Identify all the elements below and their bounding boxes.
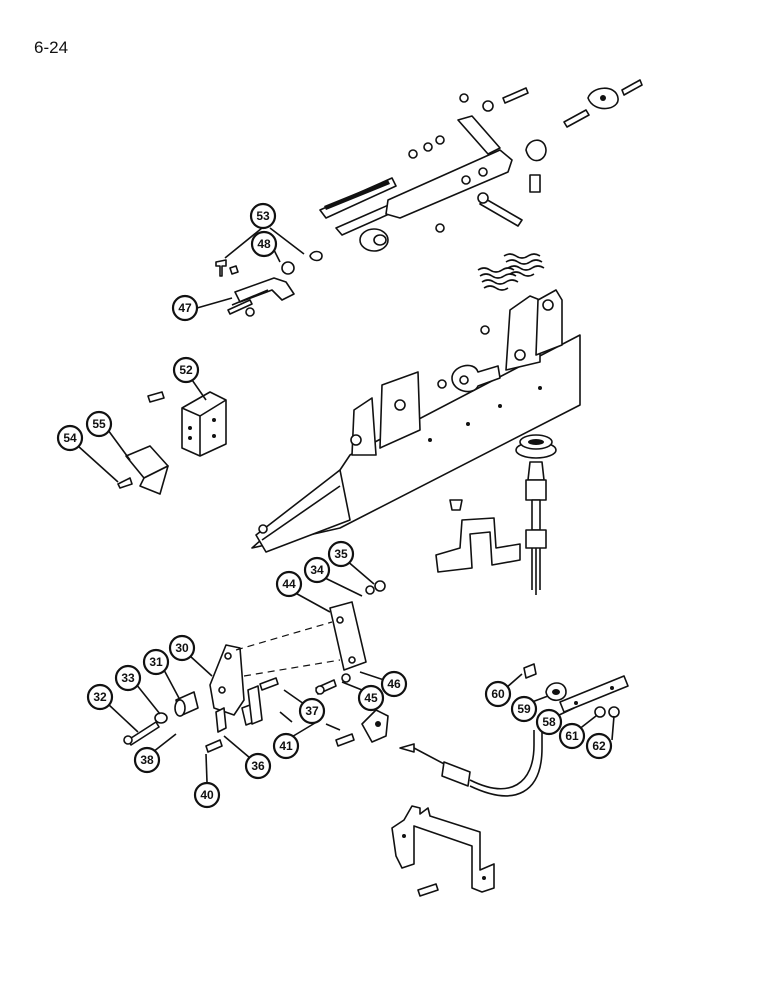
alignment-dash-line: [243, 659, 341, 677]
callout-60: 60: [484, 680, 512, 708]
svg-text:59: 59: [517, 702, 531, 716]
callout-32: 32: [86, 683, 114, 711]
callout-59: 59: [510, 695, 538, 723]
svg-text:41: 41: [279, 739, 293, 753]
callout-52: 52: [172, 356, 200, 384]
svg-text:32: 32: [93, 690, 107, 704]
alignment-dash-line: [235, 621, 333, 651]
control-cable: [391, 730, 543, 897]
callout-37: 37: [298, 697, 326, 725]
clamp-bracket: [435, 499, 521, 573]
svg-text:44: 44: [282, 577, 296, 591]
callout-31: 31: [142, 648, 170, 676]
page-number: 6-24: [34, 38, 69, 57]
callout-48: 48: [250, 230, 278, 258]
callout-47: 47: [171, 294, 199, 322]
callout-33: 33: [114, 664, 142, 692]
bracket-55: [117, 445, 169, 495]
bracket-52: [147, 391, 227, 457]
svg-text:47: 47: [178, 301, 192, 315]
svg-text:48: 48: [257, 237, 271, 251]
callout-40: 40: [193, 781, 221, 809]
svg-text:54: 54: [63, 431, 77, 445]
svg-text:36: 36: [251, 759, 265, 773]
svg-text:52: 52: [179, 363, 193, 377]
callout-38: 38: [133, 746, 161, 774]
grommet-cable: [515, 434, 557, 595]
svg-text:55: 55: [92, 417, 106, 431]
bracket-47: [215, 250, 323, 317]
svg-text:31: 31: [149, 655, 163, 669]
main-frame: [251, 289, 581, 553]
callout-36: 36: [244, 752, 272, 780]
callout-35: 35: [327, 540, 355, 568]
callout-46: 46: [380, 670, 408, 698]
callout-55: 55: [85, 410, 113, 438]
svg-text:34: 34: [310, 563, 324, 577]
svg-text:45: 45: [364, 691, 378, 705]
svg-text:61: 61: [565, 729, 579, 743]
callout-34: 34: [303, 556, 331, 584]
callout-53: 53: [249, 202, 277, 230]
strap-hardware: [523, 663, 629, 718]
svg-text:58: 58: [542, 715, 556, 729]
svg-text:38: 38: [140, 753, 154, 767]
callout-62: 62: [585, 732, 613, 760]
callout-61: 61: [558, 722, 586, 750]
svg-text:60: 60: [491, 687, 505, 701]
callout-41: 41: [272, 732, 300, 760]
svg-text:37: 37: [305, 704, 319, 718]
svg-text:40: 40: [200, 788, 214, 802]
callout-54: 54: [56, 424, 84, 452]
svg-text:46: 46: [387, 677, 401, 691]
callout-45: 45: [357, 684, 385, 712]
svg-text:62: 62: [592, 739, 606, 753]
plate-44: [329, 580, 386, 683]
svg-text:33: 33: [121, 671, 135, 685]
svg-text:30: 30: [175, 641, 189, 655]
linkage-assembly: [123, 644, 389, 753]
svg-text:53: 53: [256, 209, 270, 223]
springs: [477, 253, 545, 335]
callout-44: 44: [275, 570, 303, 598]
svg-text:35: 35: [334, 547, 348, 561]
callout-30: 30: [168, 634, 196, 662]
pedal-lever-assembly: [319, 79, 643, 252]
callout-58: 58: [535, 708, 563, 736]
